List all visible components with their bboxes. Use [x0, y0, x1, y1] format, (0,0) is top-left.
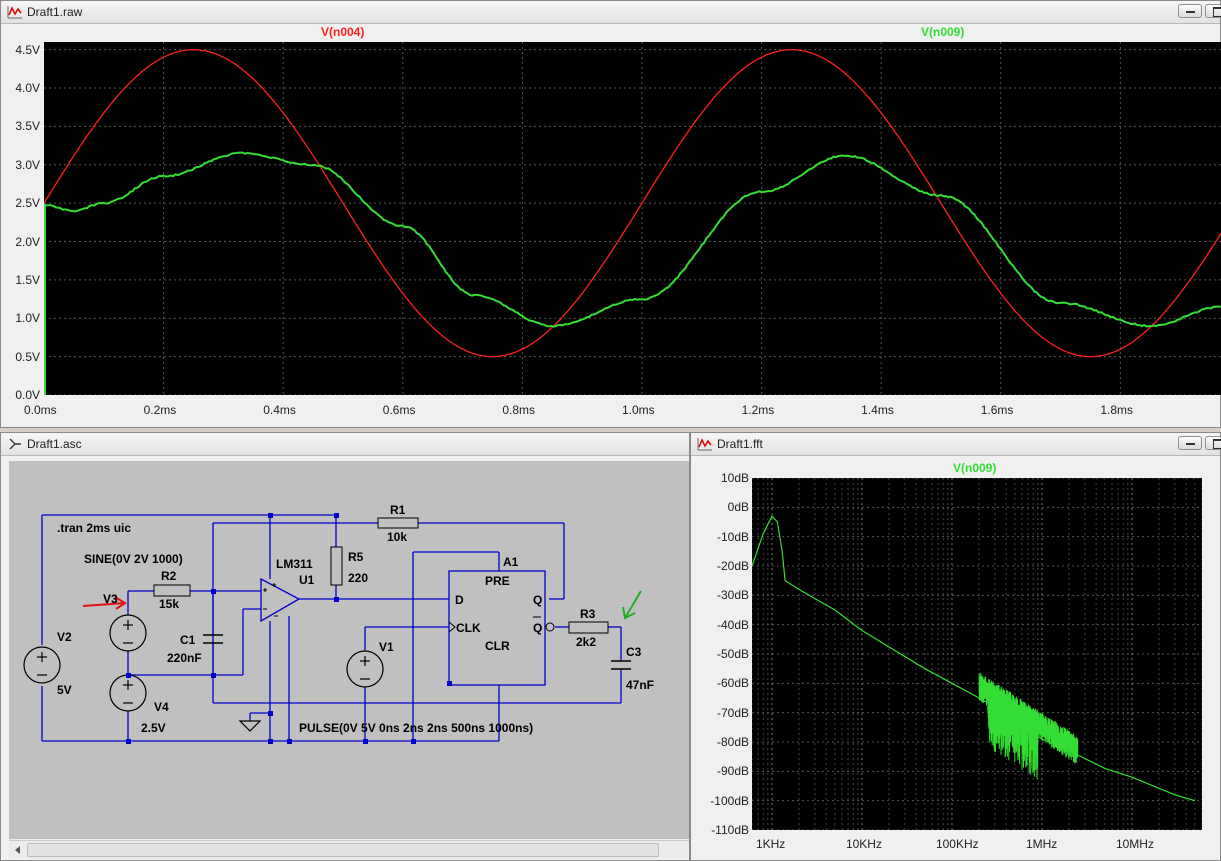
u1-label[interactable]: U1 [299, 573, 314, 587]
scroll-left-icon[interactable] [11, 843, 25, 857]
raw-window-title: Draft1.raw [27, 5, 82, 19]
c1-label[interactable]: C1 [180, 633, 195, 647]
y-tick-label: -10dB [703, 530, 749, 544]
dff-clk-pin: CLK [456, 621, 481, 635]
y-tick-label: -50dB [703, 647, 749, 661]
trace-label-n009[interactable]: V(n009) [921, 25, 964, 39]
y-tick-label: 10dB [703, 471, 749, 485]
x-tick-label: 10MHz [1116, 837, 1154, 851]
v4-label[interactable]: V4 [154, 700, 169, 714]
v4-value[interactable]: 2.5V [141, 721, 166, 735]
y-tick-label: 3.0V [0, 158, 40, 172]
waveform-icon [697, 437, 713, 451]
y-tick-label: 0dB [703, 500, 749, 514]
r5-value[interactable]: 220 [348, 571, 368, 585]
fft-window-title: Draft1.fft [717, 437, 763, 451]
r1-value[interactable]: 10k [387, 530, 407, 544]
y-tick-label: 1.0V [0, 311, 40, 325]
r3-label[interactable]: R3 [580, 607, 595, 621]
fft-plot[interactable] [752, 478, 1202, 830]
minimize-button[interactable] [1178, 4, 1202, 18]
x-tick-label: 0.6ms [383, 403, 416, 417]
y-tick-label: -80dB [703, 735, 749, 749]
schematic-window: Draft1.asc [0, 432, 690, 861]
x-tick-label: 1.6ms [981, 403, 1014, 417]
y-tick-label: -40dB [703, 618, 749, 632]
restore-button[interactable] [1205, 4, 1221, 18]
y-tick-label: 0.0V [0, 388, 40, 402]
x-tick-label: 100KHz [936, 837, 979, 851]
raw-waveform-window: Draft1.raw 4.5V 4.0V 3.5V 3.0V 2.5V 2.0V 1.5V 1… [0, 0, 1221, 428]
r2-value[interactable]: 15k [159, 597, 179, 611]
a1-label[interactable]: A1 [503, 555, 518, 569]
y-tick-label: -70dB [703, 706, 749, 720]
fft-window: Draft1.fft V(n009) 10dB 0dB -10dB -20dB -30d… [690, 432, 1221, 861]
y-tick-label: 1.5V [0, 273, 40, 287]
fft-trace-label[interactable]: V(n009) [953, 461, 996, 475]
dff-d-pin: D [455, 593, 464, 607]
r2-label[interactable]: R2 [161, 569, 176, 583]
x-tick-label: 1MHz [1026, 837, 1057, 851]
y-tick-label: -20dB [703, 559, 749, 573]
trace-label-n004[interactable]: V(n004) [321, 25, 364, 39]
y-tick-label: -110dB [703, 823, 749, 837]
r1-label[interactable]: R1 [390, 503, 405, 517]
y-tick-label: -30dB [703, 588, 749, 602]
y-tick-label: 3.5V [0, 119, 40, 133]
waveform-icon [7, 5, 23, 19]
sine-source-value[interactable]: SINE(0V 2V 1000) [84, 552, 183, 566]
green-annotation-arrow [623, 591, 641, 618]
x-tick-label: 1.0ms [622, 403, 655, 417]
schematic-window-titlebar[interactable]: Draft1.asc [1, 433, 689, 456]
schematic-canvas[interactable]: .tran 2ms uic SINE(0V 2V 1000) R2 15k V3… [9, 461, 689, 839]
series-V(n009) [752, 516, 1195, 801]
x-tick-label: 0.0ms [24, 403, 57, 417]
dff-q-pin: Q [533, 593, 542, 607]
v3-label[interactable]: V3 [103, 592, 118, 606]
v2-label[interactable]: V2 [57, 630, 72, 644]
x-tick-label: 0.8ms [502, 403, 535, 417]
r3-value[interactable]: 2k2 [576, 635, 596, 649]
schematic-icon [7, 437, 23, 451]
pulse-source-value[interactable]: PULSE(0V 5V 0ns 2ns 2ns 500ns 1000ns) [299, 721, 533, 735]
opamp-model-label[interactable]: LM311 [276, 557, 313, 571]
y-tick-label: 0.5V [0, 350, 40, 364]
x-tick-label: 10KHz [846, 837, 882, 851]
y-tick-label: -90dB [703, 764, 749, 778]
x-tick-label: 0.4ms [263, 403, 296, 417]
x-tick-label: 1KHz [756, 837, 785, 851]
tran-directive[interactable]: .tran 2ms uic [57, 521, 131, 535]
y-tick-label: 2.0V [0, 235, 40, 249]
y-tick-label: -60dB [703, 676, 749, 690]
y-tick-label: 4.5V [0, 43, 40, 57]
x-tick-label: 1.8ms [1100, 403, 1133, 417]
dff-clr-pin: CLR [485, 639, 510, 653]
dff-qbar-pin: Q [533, 621, 542, 635]
y-tick-label: 2.5V [0, 196, 40, 210]
schematic-drawing [9, 461, 689, 839]
c1-value[interactable]: 220nF [167, 651, 202, 665]
x-tick-label: 0.2ms [144, 403, 177, 417]
restore-button[interactable] [1205, 436, 1221, 450]
c3-label[interactable]: C3 [626, 645, 641, 659]
dff-pre-pin: PRE [485, 574, 510, 588]
y-tick-label: -100dB [703, 794, 749, 808]
raw-window-titlebar[interactable]: Draft1.raw [1, 1, 1220, 24]
x-tick-label: 1.2ms [742, 403, 775, 417]
waveform-plot[interactable] [44, 42, 1221, 395]
fft-window-titlebar[interactable]: Draft1.fft [691, 433, 1220, 456]
x-tick-label: 1.4ms [861, 403, 894, 417]
minimize-button[interactable] [1178, 436, 1202, 450]
r5-label[interactable]: R5 [348, 550, 363, 564]
scrollbar-thumb[interactable] [27, 843, 659, 857]
schematic-horizontal-scrollbar[interactable] [9, 840, 689, 859]
v2-value[interactable]: 5V [57, 683, 72, 697]
v1-label[interactable]: V1 [379, 640, 394, 654]
c3-value[interactable]: 47nF [626, 678, 654, 692]
series-V(n009) [44, 153, 1221, 327]
schematic-window-title: Draft1.asc [27, 437, 82, 451]
y-tick-label: 4.0V [0, 81, 40, 95]
